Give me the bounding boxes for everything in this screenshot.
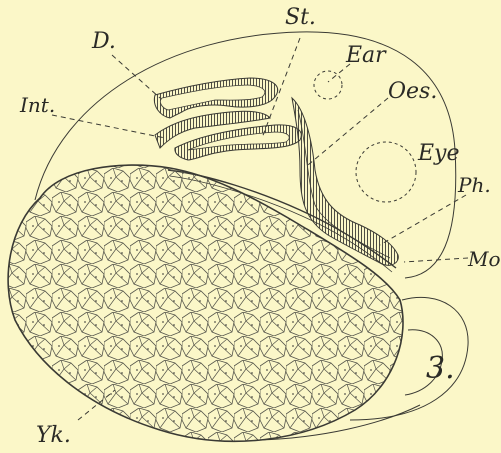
ear-vesicle (314, 71, 342, 99)
leader-oes (308, 98, 388, 165)
yolk-mass (0, 150, 420, 453)
leader-ph (380, 195, 466, 245)
eye-circle (356, 142, 416, 202)
label-st: St. (285, 5, 316, 30)
leader-d (112, 55, 160, 98)
leader-int (52, 115, 165, 138)
label-ph: Ph. (457, 173, 491, 197)
label-mo: Mo. (467, 247, 501, 271)
label-oes: Oes. (388, 79, 437, 104)
label-d: D. (91, 29, 116, 54)
label-eye: Eye (417, 141, 460, 166)
label-ear: Ear (345, 43, 387, 68)
figure-number: 3. (426, 351, 455, 386)
label-int: Int. (19, 93, 55, 117)
label-yk: Yk. (36, 423, 71, 448)
